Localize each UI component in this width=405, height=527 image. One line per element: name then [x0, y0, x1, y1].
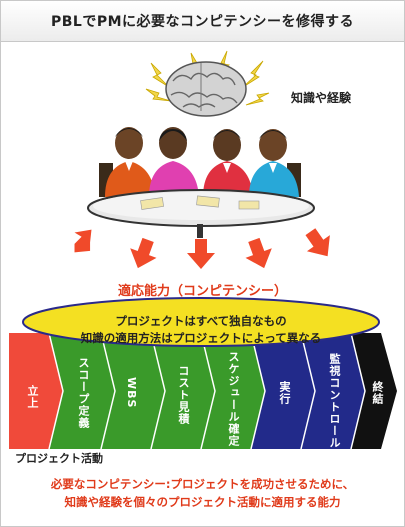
people-icon	[99, 127, 301, 197]
footer-line: 知識や経験を個々のプロジェクト活動に適用する能力	[64, 495, 341, 509]
footer-line: 必要なコンピテンシー:プロジェクトを成功させるために、	[50, 477, 355, 491]
phase-label-wbs: WBS	[125, 377, 138, 409]
title-bar: PBLでPMに必要なコンピテンシーを修得する	[1, 1, 404, 42]
page-title: PBLでPMに必要なコンピテンシーを修得する	[50, 14, 355, 30]
phase-label-monitoring: 監視コントロール	[328, 353, 341, 449]
phase-label-schedule: スケジュール確定	[227, 351, 240, 447]
footer-text: 必要なコンピテンシー:プロジェクトを成功させるために、 知識や経験を個々のプロジ…	[1, 475, 404, 511]
arrow-down-icon	[74, 228, 330, 269]
phase-label-execution: 実行	[278, 381, 291, 405]
meeting-table	[87, 189, 315, 238]
ellipse-text: プロジェクトはすべて独自なもの 知識の適用方法はプロジェクトによって異なる	[41, 313, 361, 347]
phase-label-closing: 終結	[371, 381, 384, 405]
phase-label-kickoff: 立上	[26, 385, 39, 409]
activity-label: プロジェクト活動	[15, 452, 103, 465]
knowledge-label: 知識や経験	[291, 91, 352, 105]
ellipse-line: 知識の適用方法はプロジェクトによって異なる	[80, 331, 322, 345]
knowledge-ellipse	[22, 297, 380, 347]
ellipse-line: プロジェクトはすべて独自なもの	[115, 314, 287, 328]
phase-label-cost: コスト見積	[177, 365, 190, 425]
phase-label-scope: スコープ定義	[77, 357, 90, 429]
brain-icon	[165, 61, 247, 117]
phase-strip	[9, 332, 397, 450]
competency-label: 適応能力（コンピテンシー）	[117, 284, 287, 299]
